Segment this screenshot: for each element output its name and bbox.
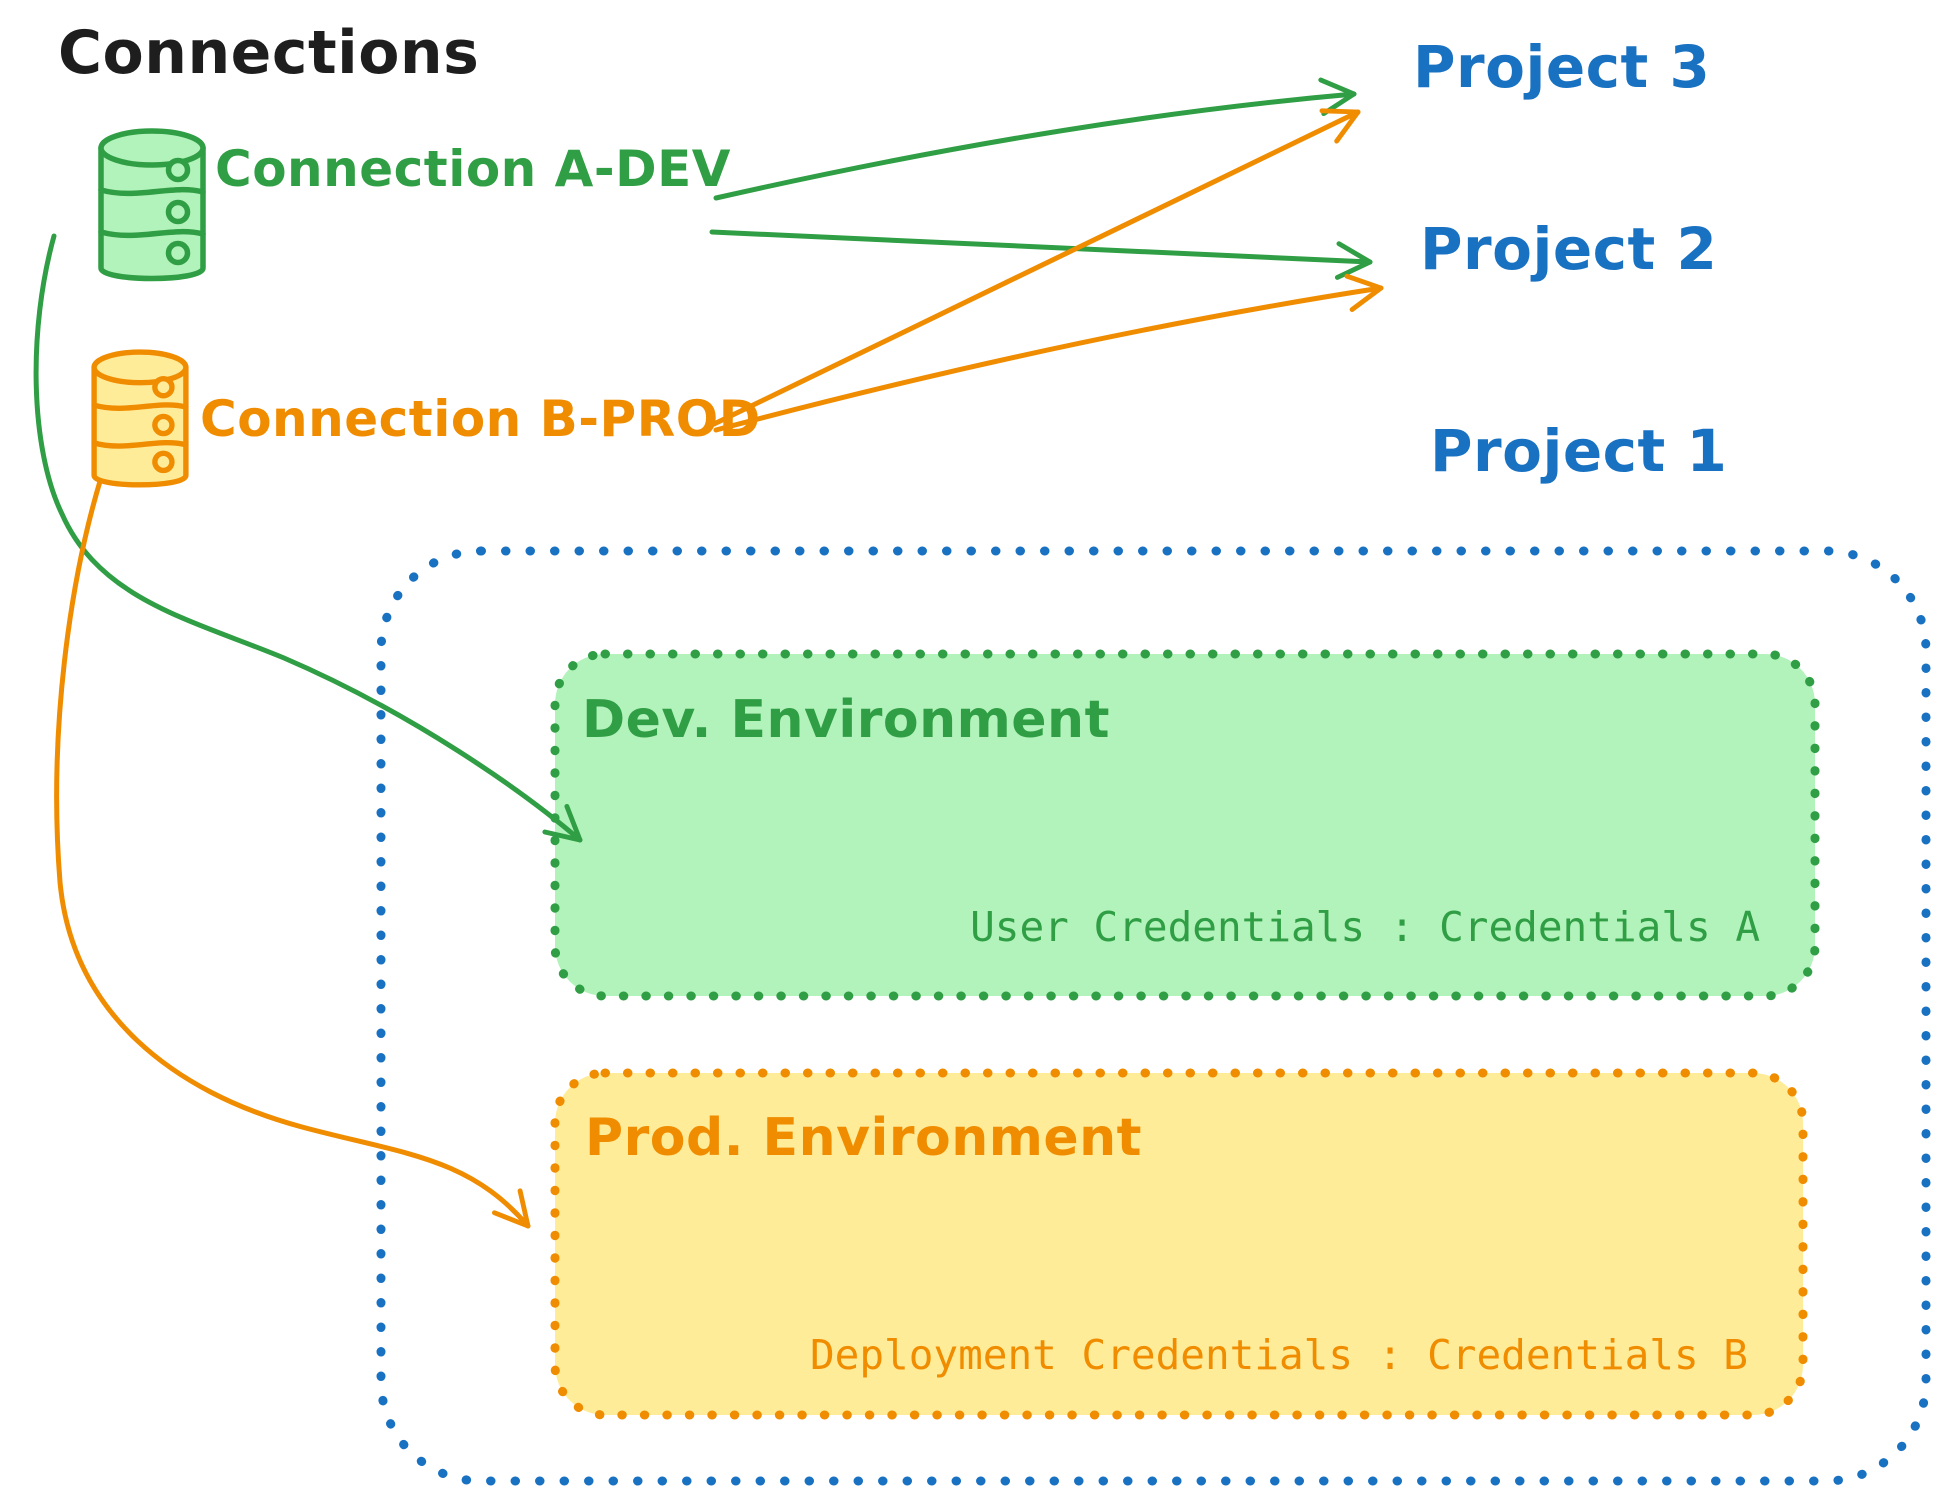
arrow-a-dev-to-project-3 [713,77,1357,201]
dev-environment-title: Dev. Environment [582,690,1110,750]
database-icon-a-dev [98,128,206,282]
project-3-label: Project 3 [1413,33,1711,101]
arrow-a-dev-to-project-2 [709,229,1373,280]
arrow-b-prod-to-prod-environment [54,475,531,1229]
arrow-b-prod-to-project-3 [711,108,1361,427]
prod-environment-credentials: Deployment Credentials : Credentials B [810,1331,1748,1379]
database-icon-b-prod [91,349,189,488]
project-1-label: Project 1 [1430,417,1728,485]
project-2-label: Project 2 [1420,215,1718,283]
arrow-b-prod-to-project-2 [713,273,1384,433]
connection-b-prod-label: Connection B-PROD [200,390,761,448]
dev-environment-credentials: User Credentials : Credentials A [970,903,1760,951]
prod-environment-title: Prod. Environment [585,1108,1143,1168]
arrow-a-dev-to-dev-environment [33,233,583,843]
connection-a-dev-label: Connection A-DEV [215,140,731,198]
diagram-title: Connections [58,18,480,88]
